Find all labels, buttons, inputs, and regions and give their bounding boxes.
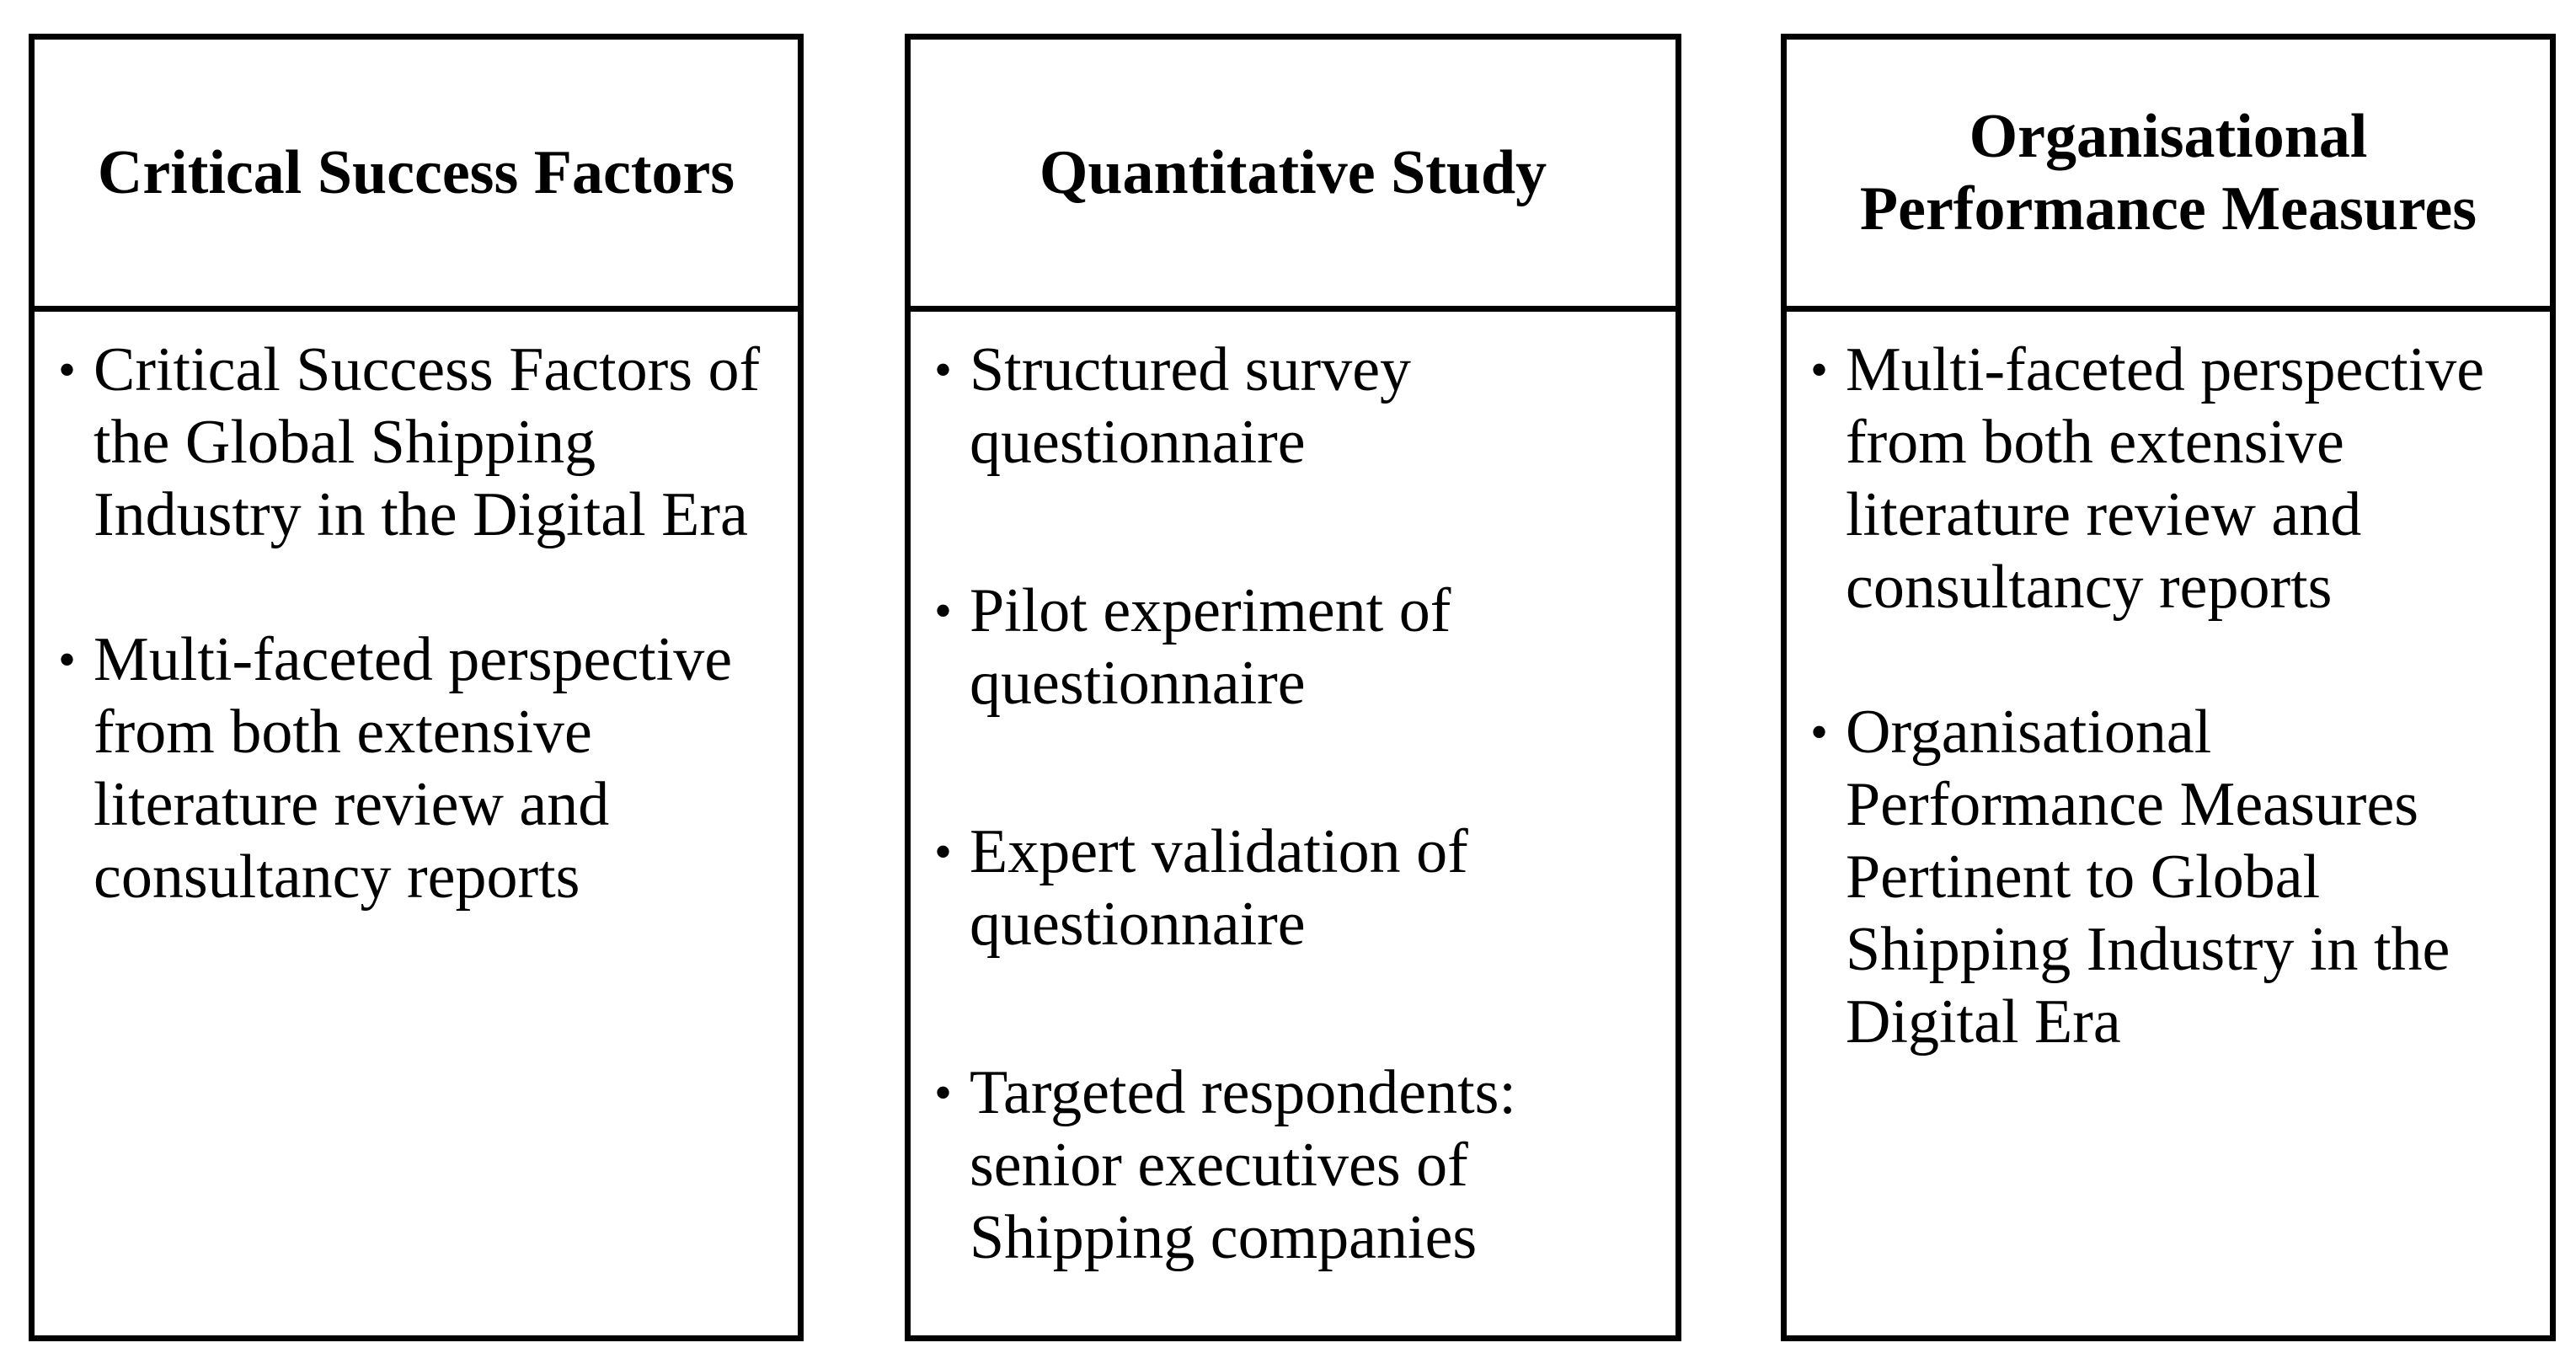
panel-header: Organisational Performance Measures <box>1787 40 2550 312</box>
list-item: • Pilot experiment of questionnaire <box>934 575 1650 719</box>
list-item: • Structured survey questionnaire <box>934 334 1650 479</box>
panel-header: Quantitative Study <box>911 40 1675 312</box>
list-item: • Multi-faceted perspective from both ex… <box>1810 334 2525 623</box>
list-item-text: Structured survey questionnaire <box>970 335 1412 477</box>
list-item-text: Organisational Performance Measures Pert… <box>1846 698 2450 1056</box>
list-item: • Critical Success Factors of the Global… <box>58 334 772 551</box>
list-item: • Multi-faceted perspective from both ex… <box>58 623 772 913</box>
bullet-icon: • <box>58 632 77 687</box>
panel-title: Critical Success Factors <box>97 138 735 207</box>
list-item: • Expert validation of questionnaire <box>934 816 1650 960</box>
panel-critical-success-factors: Critical Success Factors • Critical Succ… <box>29 34 804 1341</box>
panel-body: • Structured survey questionnaire • Pilo… <box>911 312 1675 1274</box>
list-item: • Organisational Performance Measures Pe… <box>1810 696 2525 1058</box>
list-item-text: Pilot experiment of questionnaire <box>970 576 1451 718</box>
bullet-icon: • <box>934 342 953 398</box>
panel-header: Critical Success Factors <box>35 40 798 312</box>
list-item-text: Expert validation of questionnaire <box>970 817 1468 959</box>
list-item: • Targeted respondents: senior executive… <box>934 1056 1650 1274</box>
bullet-icon: • <box>934 583 953 639</box>
bullet-icon: • <box>1810 704 1829 760</box>
panel-body: • Critical Success Factors of the Global… <box>35 312 798 913</box>
panel-organisational-performance-measures: Organisational Performance Measures • Mu… <box>1781 34 2556 1341</box>
list-item-text: Multi-faceted perspective from both exte… <box>1846 335 2485 622</box>
bullet-icon: • <box>934 824 953 880</box>
panel-body: • Multi-faceted perspective from both ex… <box>1787 312 2550 1058</box>
panel-quantitative-study: Quantitative Study • Structured survey q… <box>905 34 1681 1341</box>
bullet-icon: • <box>58 342 77 398</box>
panel-title: Quantitative Study <box>1039 138 1547 207</box>
list-item-text: Multi-faceted perspective from both exte… <box>94 625 733 912</box>
bullet-icon: • <box>934 1065 953 1121</box>
bullet-icon: • <box>1810 342 1829 398</box>
panel-title: Organisational Performance Measures <box>1859 102 2477 243</box>
list-item-text: Targeted respondents: senior executives … <box>970 1058 1516 1272</box>
list-item-text: Critical Success Factors of the Global S… <box>94 335 761 549</box>
